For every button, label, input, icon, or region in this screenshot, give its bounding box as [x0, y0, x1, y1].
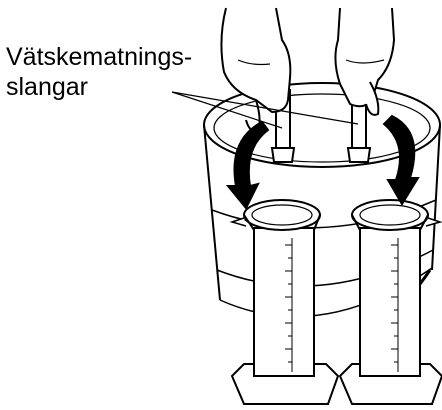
- measuring-cylinder-right: [340, 200, 442, 404]
- callout-line-2: slangar: [6, 72, 216, 102]
- measuring-cylinder-left: [232, 200, 338, 404]
- callout-line-1: Vätskematnings-: [6, 42, 216, 72]
- cylinder-right-tube: [360, 228, 420, 376]
- hand-left: [221, 8, 290, 112]
- cylinder-left-tube: [254, 228, 314, 376]
- hose-callout-label: Vätskematnings- slangar: [6, 42, 216, 102]
- bucket-right-side: [432, 125, 440, 270]
